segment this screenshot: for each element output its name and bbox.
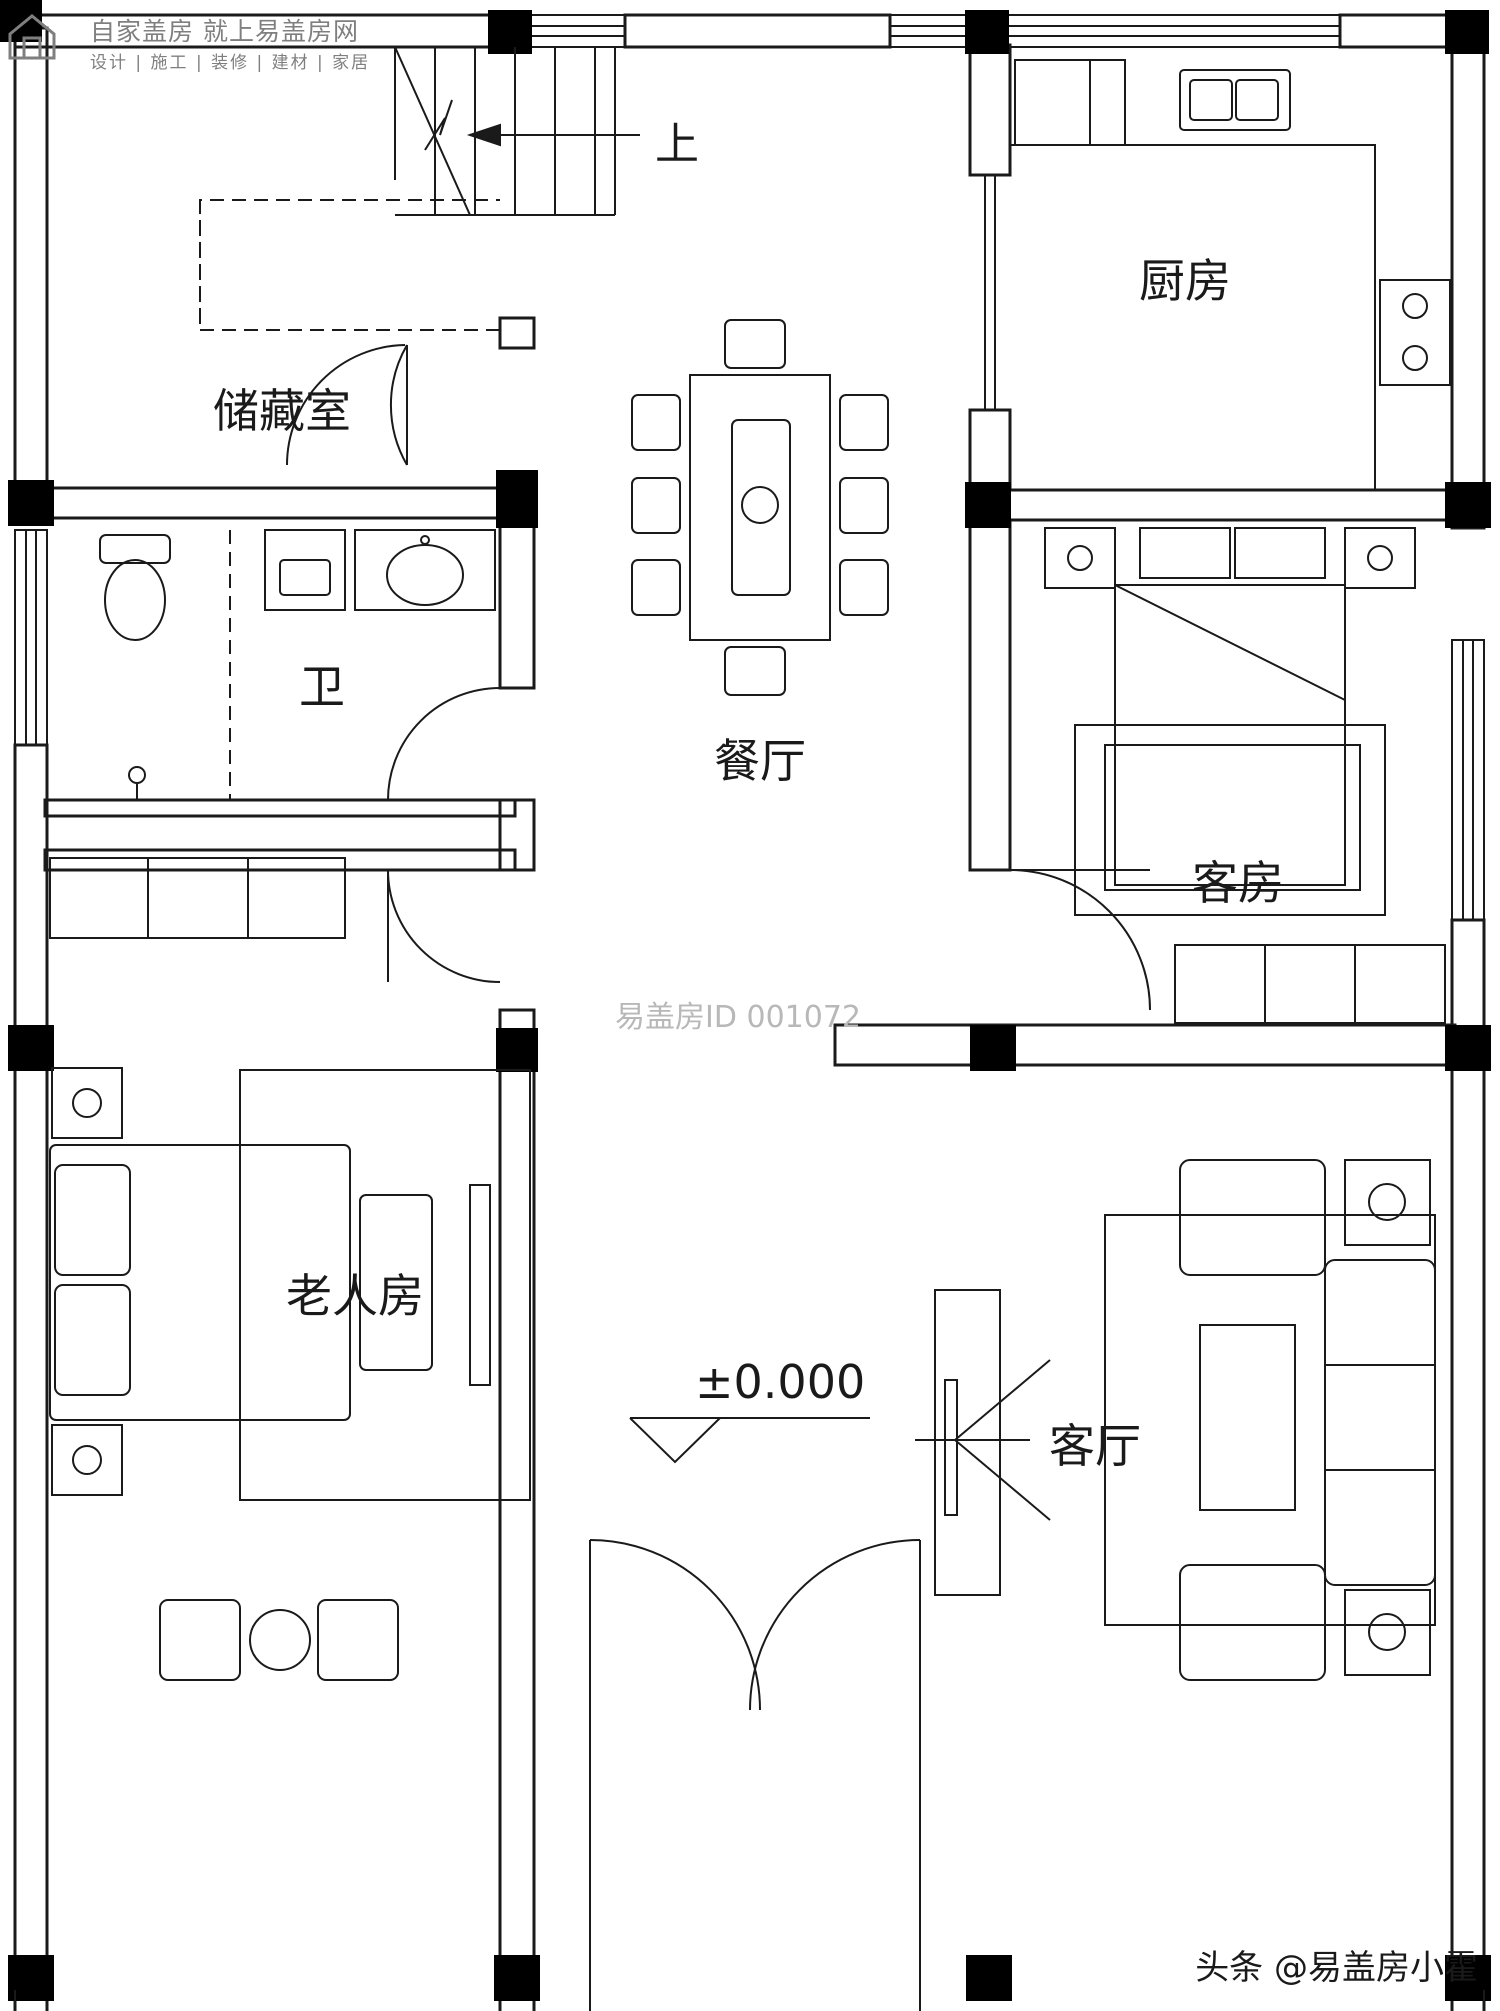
- room-label-storage: 储藏室: [213, 384, 351, 438]
- staircase: [394, 46, 640, 216]
- stair-up-label: 上: [655, 119, 699, 170]
- elder-room-furniture: [49, 857, 531, 1681]
- guest-room-furniture: [1044, 527, 1446, 1024]
- bathroom-fixtures: [99, 529, 496, 800]
- logo: 自家盖房 就上易盖房网 设计 | 施工 | 装修 | 建材 | 家居: [6, 8, 426, 73]
- watermark: 易盖房ID 001072: [615, 1000, 862, 1035]
- house-logo-icon: [8, 14, 56, 60]
- room-label-elder-room: 老人房: [286, 1269, 424, 1323]
- logo-slogan: 自家盖房 就上易盖房网: [90, 17, 359, 46]
- interior-walls: [43, 43, 1457, 2011]
- storage-dashed-area: [199, 199, 500, 331]
- room-label-kitchen: 厨房: [1139, 254, 1231, 308]
- author-credit: 头条 @易盖房小霍: [1195, 1948, 1478, 1988]
- living-room-furniture: [915, 1159, 1436, 1681]
- elevation-label: ±0.000: [695, 1355, 866, 1409]
- room-label-guest-room: 客房: [1192, 856, 1284, 910]
- porch: [14, 1540, 1485, 2011]
- elevation-marker: [629, 1417, 870, 1464]
- room-label-living-room: 客厅: [1049, 1419, 1141, 1473]
- doors: [286, 175, 1151, 1711]
- dining-table-set: [631, 319, 889, 696]
- kitchen-fixtures: [1010, 59, 1451, 490]
- logo-services: 设计 | 施工 | 装修 | 建材 | 家居: [90, 53, 371, 73]
- room-label-dining: 餐厅: [714, 734, 806, 788]
- room-label-bathroom: 卫: [299, 660, 345, 714]
